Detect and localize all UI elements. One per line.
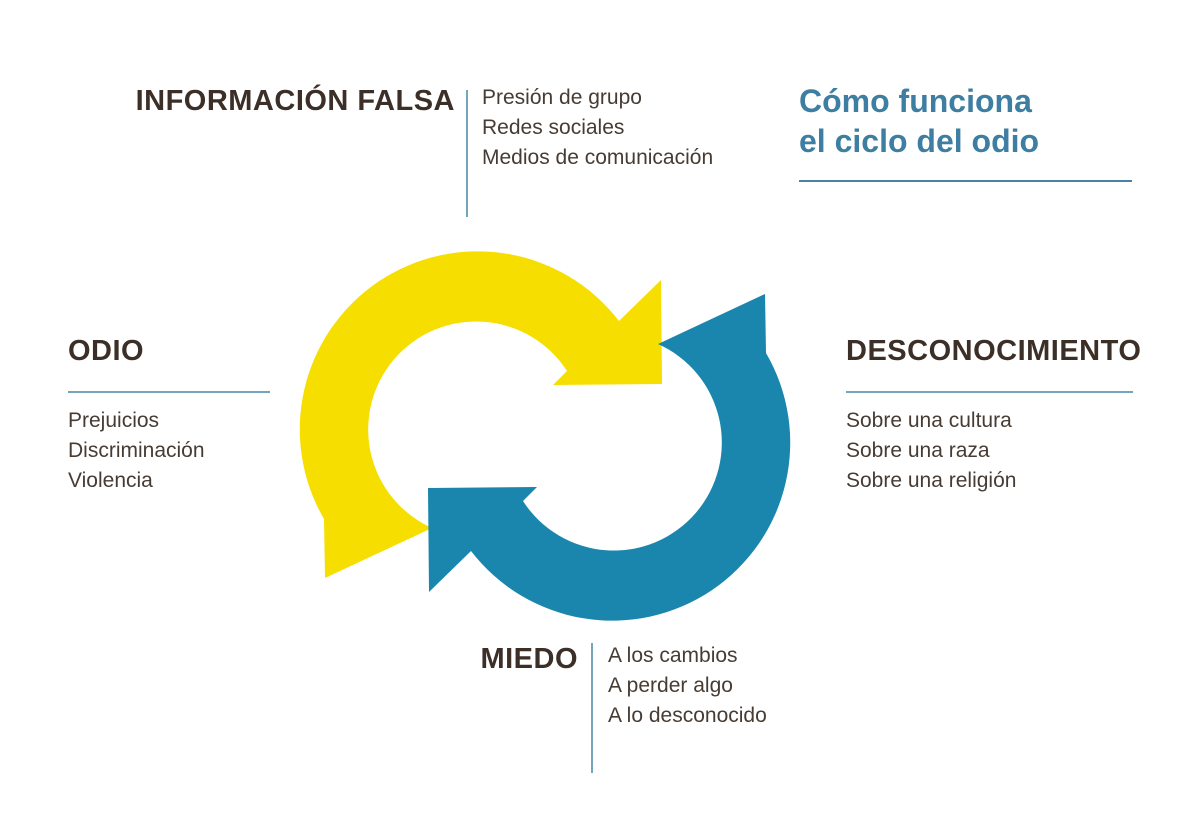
section-items-odio: Prejuicios Discriminación Violencia [68,406,205,496]
section-heading-odio: ODIO [68,335,145,367]
section-items-miedo: A los cambios A perder algo A lo descono… [608,641,767,731]
section-item: A lo desconocido [608,704,767,727]
yellow-cycle-arrow [299,251,662,578]
section-items-informacion-falsa: Presión de grupo Redes sociales Medios d… [482,83,713,173]
section-item: Sobre una cultura [846,409,1012,432]
section-heading-desconocimiento: DESCONOCIMIENTO [846,335,1142,367]
section-heading-informacion-falsa: INFORMACIÓN FALSA [135,85,455,117]
section-divider-odio [68,391,270,393]
section-items-desconocimiento: Sobre una cultura Sobre una raza Sobre u… [846,406,1016,496]
blue-cycle-arrow [428,294,791,621]
section-item: Sobre una religión [846,469,1017,492]
page-title-line1: Cómo funciona [799,83,1032,119]
section-divider-informacion-falsa [466,90,468,217]
section-heading-miedo: MIEDO [480,643,578,675]
section-divider-desconocimiento [846,391,1133,393]
title-underline [799,180,1132,182]
section-item: Medios de comunicación [482,146,714,169]
section-item: Discriminación [68,439,205,462]
section-item: Violencia [68,469,153,492]
section-divider-miedo [591,643,593,773]
page-title-line2: el ciclo del odio [799,123,1040,159]
section-item: A perder algo [608,674,733,697]
section-item: Prejuicios [68,409,160,432]
page-title: Cómo funciona el ciclo del odio [799,81,1039,161]
section-item: Redes sociales [482,116,625,139]
section-item: Sobre una raza [846,439,990,462]
section-item: Presión de grupo [482,86,642,109]
section-item: A los cambios [608,644,738,667]
